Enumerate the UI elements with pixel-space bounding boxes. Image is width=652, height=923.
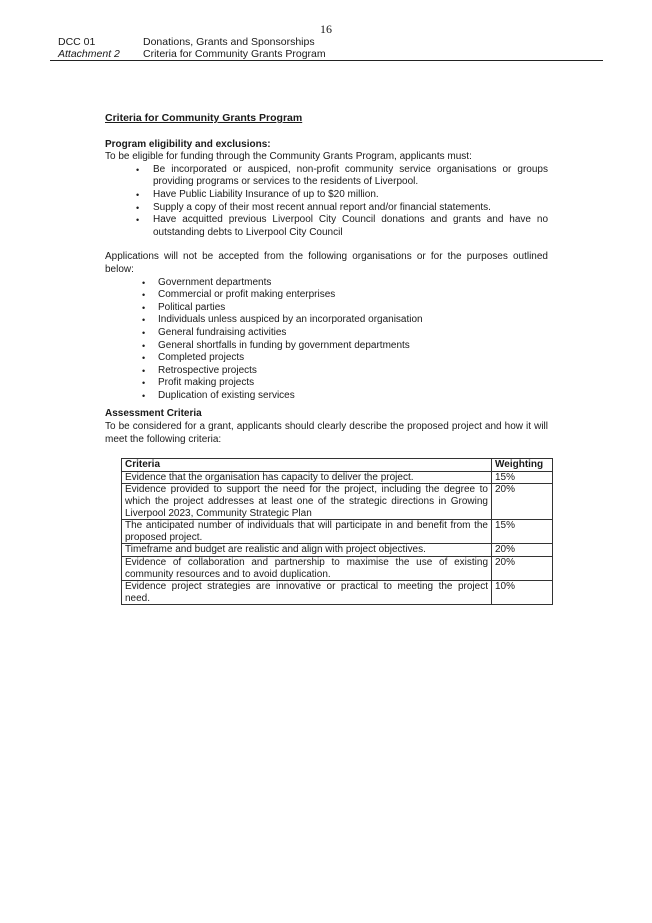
list-item: • General fundraising activities <box>105 327 548 340</box>
exclusions-list: • Government departments • Commercial or p… <box>105 277 548 403</box>
table-row: Evidence of collaboration and partnershi… <box>121 555 553 582</box>
weighting-cell: 15% <box>491 470 553 485</box>
table-row: Timeframe and budget are realistic and a… <box>121 543 553 557</box>
list-item-text: Duplication of existing services <box>158 389 295 401</box>
table-row: Evidence project strategies are innovati… <box>121 580 553 606</box>
criteria-cell: Evidence provided to support the need fo… <box>121 483 492 521</box>
bullet-icon: • <box>142 327 146 338</box>
criteria-cell: Timeframe and budget are realistic and a… <box>121 543 492 557</box>
document-title: Criteria for Community Grants Program <box>105 112 303 124</box>
list-item-text: General fundraising activities <box>158 326 287 338</box>
table-header-row: Criteria Weighting <box>121 458 553 472</box>
list-item-text: Retrospective projects <box>158 364 257 376</box>
criteria-table: Criteria Weighting Evidence that the org… <box>121 458 553 606</box>
bullet-icon: • <box>136 215 140 226</box>
list-item-text: Government departments <box>158 276 272 288</box>
list-item: • General shortfalls in funding by govern… <box>105 340 548 353</box>
header-right: Donations, Grants and Sponsorships Crite… <box>143 36 326 60</box>
weighting-column-header: Weighting <box>491 458 553 472</box>
list-item-text: Supply a copy of their most recent annua… <box>153 201 491 213</box>
list-item: • Have Public Liability Insurance of up t… <box>105 189 548 202</box>
header-line-1: Donations, Grants and Sponsorships <box>143 36 315 48</box>
table-row: The anticipated number of individuals th… <box>121 519 553 545</box>
list-item: • Political parties <box>105 302 548 315</box>
table-row: Evidence that the organisation has capac… <box>121 470 553 485</box>
bullet-icon: • <box>136 189 140 200</box>
header-left: DCC 01 Attachment 2 <box>58 36 120 60</box>
table-row: Evidence provided to support the need fo… <box>121 483 553 521</box>
criteria-cell: Evidence project strategies are innovati… <box>121 580 492 606</box>
bullet-icon: • <box>142 302 146 313</box>
assessment-heading: Assessment Criteria <box>105 408 202 420</box>
assessment-intro: To be considered for a grant, applicants… <box>105 421 548 445</box>
bullet-icon: • <box>142 340 146 351</box>
weighting-cell: 20% <box>491 555 553 582</box>
weighting-cell: 15% <box>491 519 553 545</box>
list-item: • Completed projects <box>105 352 548 365</box>
list-item-text: Profit making projects <box>158 377 255 389</box>
list-item-text: General shortfalls in funding by governm… <box>158 339 410 351</box>
list-item-text: Political parties <box>158 301 226 313</box>
list-item-text: Have acquitted previous Liverpool City C… <box>153 214 548 238</box>
bullet-icon: • <box>142 365 146 376</box>
header-code: DCC 01 <box>58 36 96 48</box>
bullet-icon: • <box>142 353 146 364</box>
bullet-icon: • <box>142 315 146 326</box>
list-item: • Supply a copy of their most recent annu… <box>105 202 548 215</box>
header-line-2: Criteria for Community Grants Program <box>143 48 326 60</box>
page-number: 16 <box>320 22 332 36</box>
bullet-icon: • <box>142 378 146 389</box>
criteria-cell: Evidence that the organisation has capac… <box>121 470 492 485</box>
list-item: • Government departments <box>105 277 548 290</box>
bullet-icon: • <box>142 390 146 401</box>
exclusions-intro: Applications will not be accepted from t… <box>105 251 548 275</box>
criteria-column-header: Criteria <box>121 458 492 472</box>
bullet-icon: • <box>136 202 140 213</box>
header-attachment: Attachment 2 <box>58 48 120 60</box>
bullet-icon: • <box>136 164 140 175</box>
list-item: • Duplication of existing services <box>105 390 548 403</box>
document-header: DCC 01 Attachment 2 Donations, Grants an… <box>50 36 603 61</box>
list-item: • Be incorporated or auspiced, non-profit… <box>105 164 548 189</box>
criteria-cell: Evidence of collaboration and partnershi… <box>121 555 492 582</box>
weighting-cell: 20% <box>491 543 553 557</box>
list-item-text: Be incorporated or auspiced, non-profit … <box>153 163 548 188</box>
document-body: Criteria for Community Grants Program Pr… <box>105 112 553 606</box>
list-item-text: Have Public Liability Insurance of up to… <box>153 188 379 200</box>
eligibility-intro: To be eligible for funding through the C… <box>105 151 472 163</box>
eligibility-list: • Be incorporated or auspiced, non-profit… <box>105 164 548 240</box>
list-item: • Commercial or profit making enterprises <box>105 289 548 302</box>
weighting-cell: 10% <box>491 580 553 606</box>
list-item: • Individuals unless auspiced by an incor… <box>105 314 548 327</box>
list-item: • Profit making projects <box>105 377 548 390</box>
weighting-cell: 20% <box>491 483 553 521</box>
criteria-cell: The anticipated number of individuals th… <box>121 519 492 545</box>
bullet-icon: • <box>142 277 146 288</box>
list-item-text: Commercial or profit making enterprises <box>158 289 336 301</box>
bullet-icon: • <box>142 290 146 301</box>
eligibility-heading: Program eligibility and exclusions: <box>105 138 271 150</box>
list-item: • Retrospective projects <box>105 365 548 378</box>
list-item-text: Individuals unless auspiced by an incorp… <box>158 314 423 326</box>
list-item-text: Completed projects <box>158 352 245 364</box>
list-item: • Have acquitted previous Liverpool City … <box>105 214 548 239</box>
